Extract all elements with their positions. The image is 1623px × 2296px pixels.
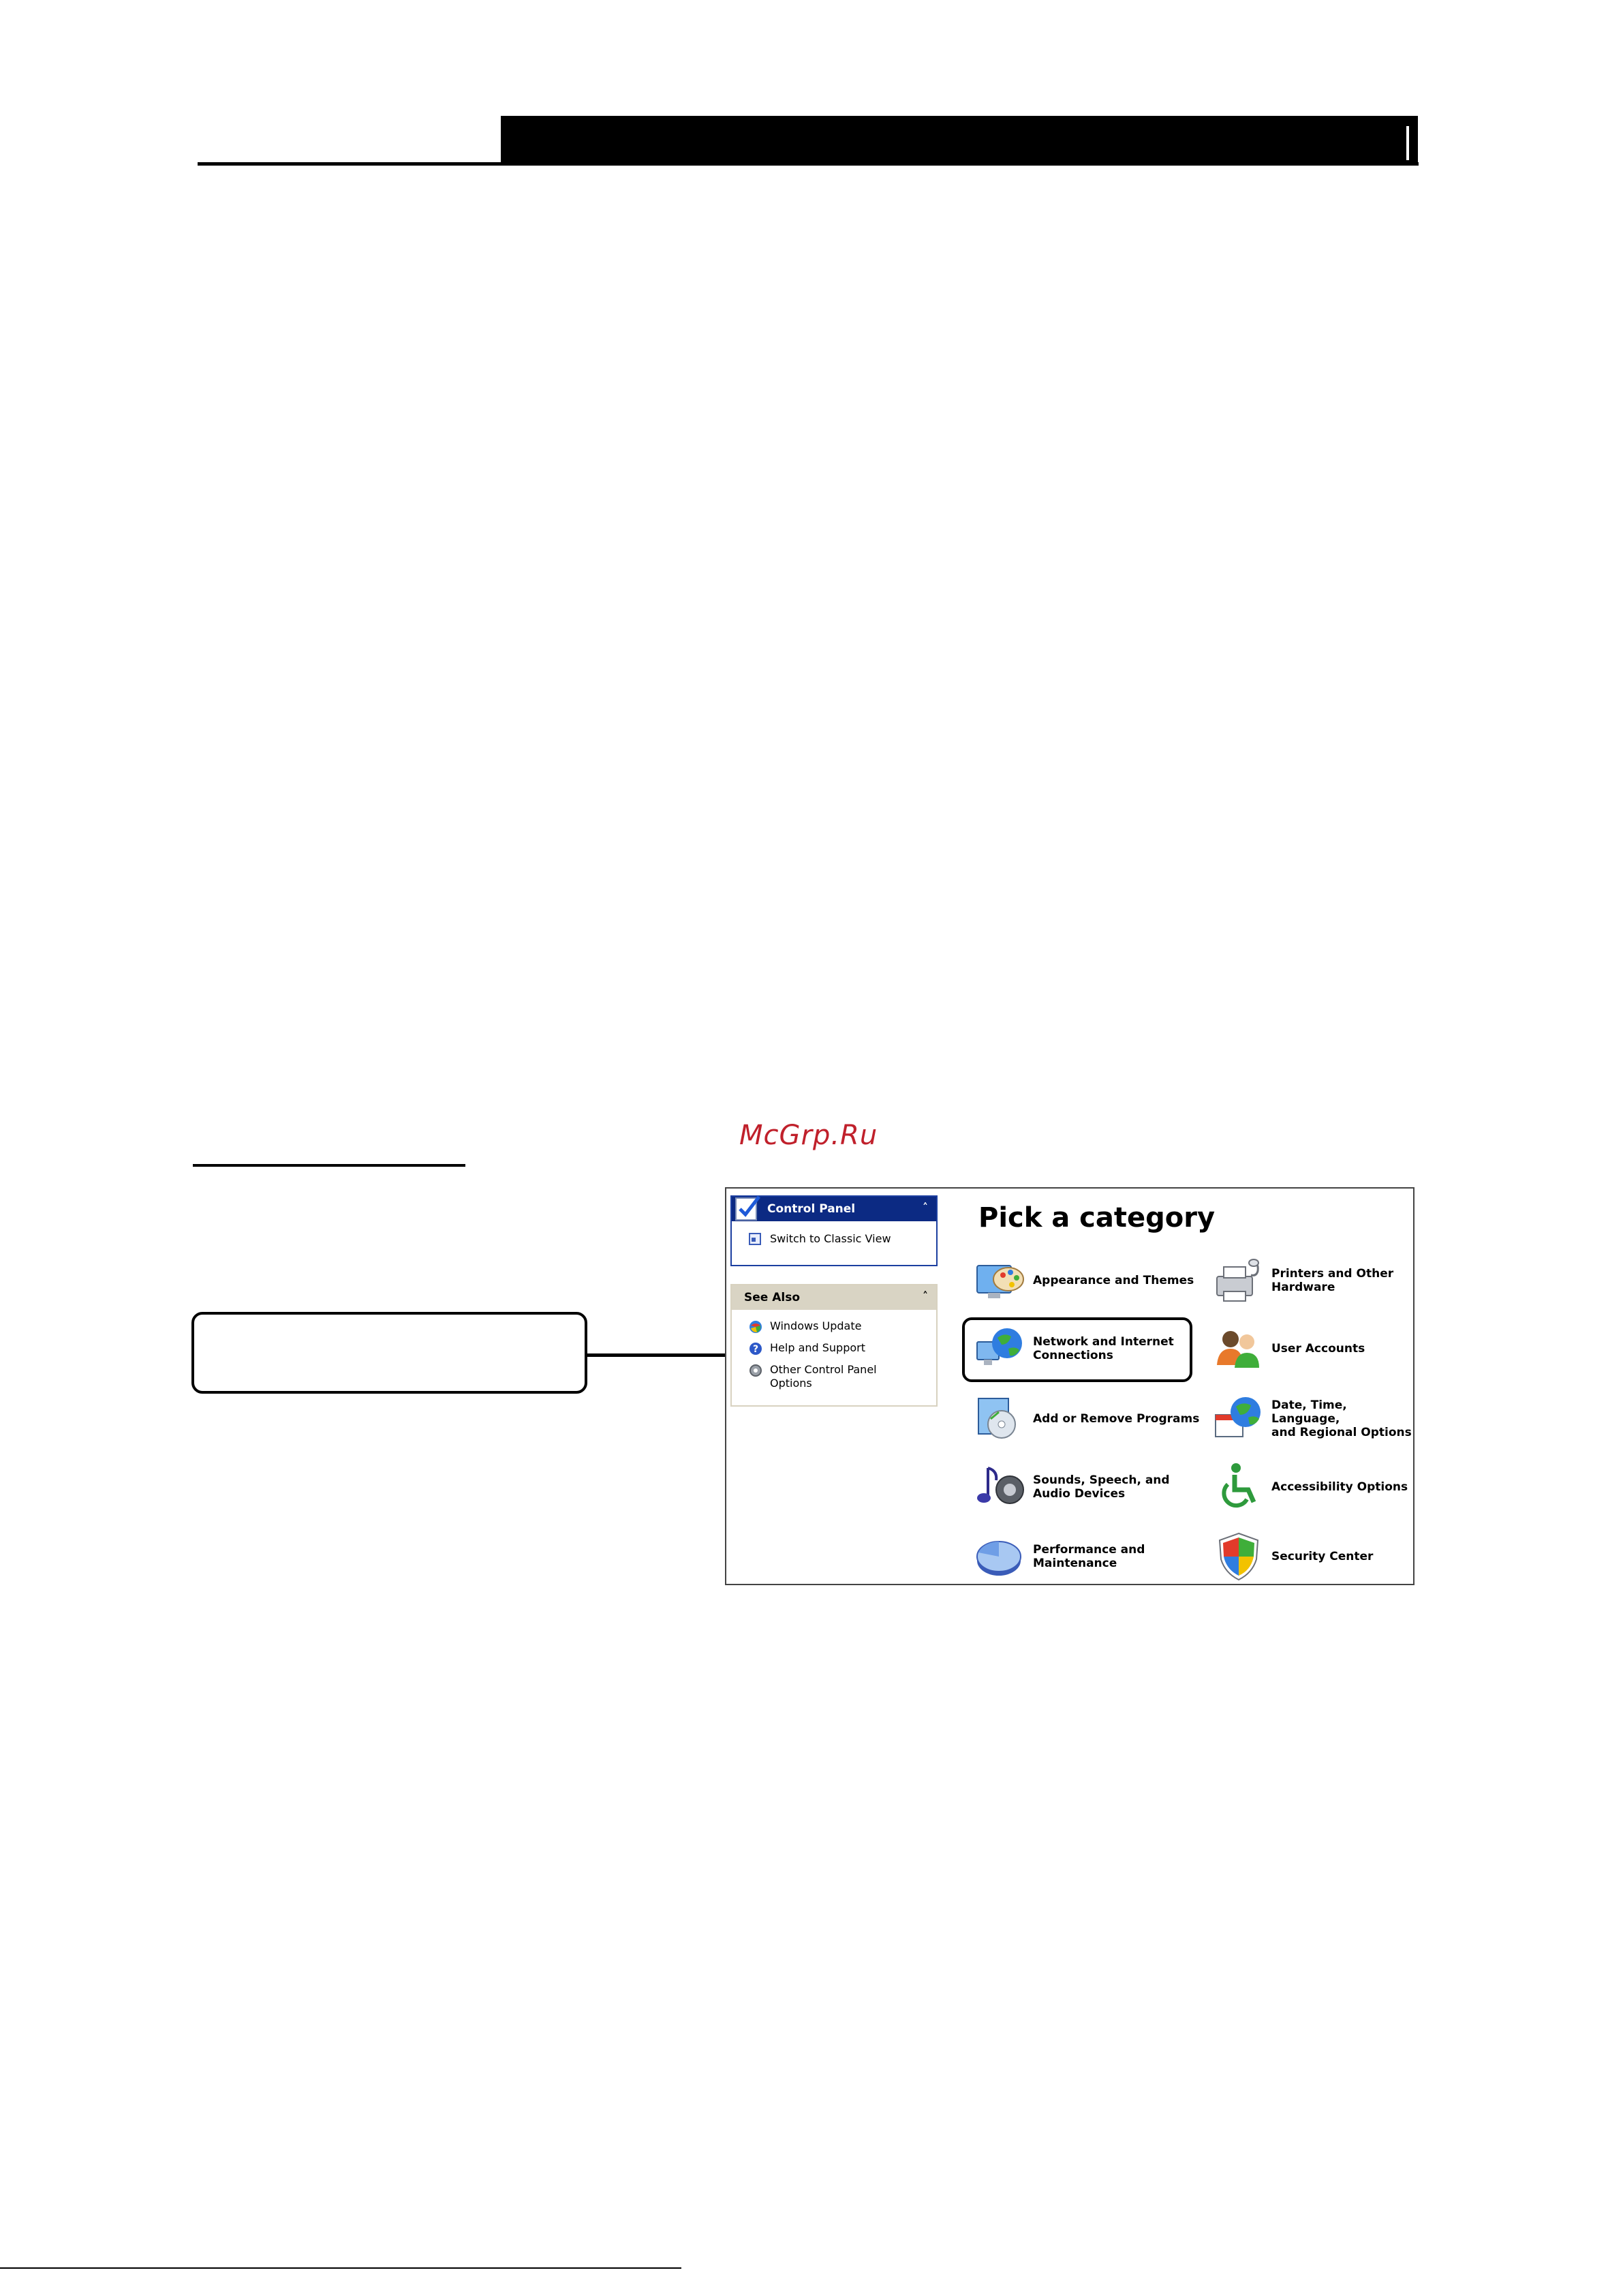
control-panel-task-pane: Control Panel ˄ Switch to Classic View [730, 1195, 938, 1266]
category-appearance-themes[interactable]: Appearance and Themes [973, 1253, 1194, 1308]
see-also-help-support[interactable]: ? Help and Support [748, 1341, 865, 1356]
svg-text:?: ? [753, 1344, 758, 1355]
collapse-chevron-icon[interactable]: ˄ [923, 1201, 928, 1214]
control-panel-icon [735, 1195, 760, 1221]
classic-view-icon [749, 1233, 761, 1245]
section-rule [193, 1164, 465, 1167]
category-performance-maintenance-label: Performance and Maintenance [1033, 1543, 1145, 1570]
control-panel-screenshot: Control Panel ˄ Switch to Classic View S… [725, 1187, 1415, 1585]
network-globe-icon [976, 1328, 1022, 1365]
see-also-help-support-label: Help and Support [770, 1341, 865, 1354]
see-also-task-pane: See Also ˄ Windows Update ? Help and Sup… [730, 1284, 938, 1407]
network-category-highlight [962, 1317, 1192, 1382]
category-security-center[interactable]: Security Center [1211, 1529, 1373, 1584]
category-appearance-themes-label: Appearance and Themes [1033, 1274, 1194, 1287]
see-also-pane-header[interactable]: See Also ˄ [732, 1285, 936, 1310]
category-sounds-speech-audio-label: Sounds, Speech, and Audio Devices [1033, 1473, 1170, 1501]
category-printers-hardware-label: Printers and Other Hardware [1271, 1267, 1394, 1294]
windows-update-icon [749, 1321, 762, 1333]
see-also-other-options-label: Other Control Panel Options [770, 1363, 877, 1390]
appearance-themes-icon [976, 1265, 1024, 1298]
gear-icon [749, 1364, 762, 1377]
printer-icon [1216, 1259, 1259, 1302]
category-sounds-speech-audio[interactable]: Sounds, Speech, and Audio Devices [973, 1460, 1170, 1514]
see-also-windows-update-label: Windows Update [770, 1319, 862, 1332]
see-also-other-options[interactable]: Other Control Panel Options [748, 1363, 877, 1390]
category-date-time-language-label: Date, Time, Language, and Regional Optio… [1271, 1398, 1412, 1439]
category-accessibility-label: Accessibility Options [1271, 1480, 1408, 1494]
header-bar-tick [1406, 126, 1409, 160]
control-panel-pane-header[interactable]: Control Panel ˄ [732, 1195, 936, 1221]
help-icon: ? [749, 1343, 762, 1355]
switch-classic-view-link[interactable]: Switch to Classic View [748, 1232, 891, 1247]
header-rule [198, 162, 1419, 166]
bottom-rule [0, 2267, 681, 2269]
shield-icon [1218, 1532, 1259, 1581]
category-user-accounts[interactable]: User Accounts [1211, 1321, 1365, 1376]
category-date-time-language[interactable]: Date, Time, Language, and Regional Optio… [1211, 1392, 1413, 1446]
switch-classic-view-label: Switch to Classic View [770, 1232, 891, 1245]
pie-chart-icon [976, 1541, 1021, 1576]
speaker-icon [977, 1467, 1024, 1504]
header-bar [501, 116, 1418, 164]
see-also-pane-title: See Also [744, 1291, 801, 1304]
control-panel-pane-title: Control Panel [767, 1202, 856, 1216]
add-remove-programs-icon [978, 1398, 1016, 1439]
see-also-windows-update[interactable]: Windows Update [748, 1319, 861, 1334]
category-performance-maintenance[interactable]: Performance and Maintenance [973, 1529, 1145, 1584]
date-time-globe-icon [1215, 1397, 1261, 1437]
category-user-accounts-label: User Accounts [1271, 1342, 1365, 1356]
category-printers-hardware[interactable]: Printers and Other Hardware [1211, 1253, 1393, 1308]
category-add-remove-programs[interactable]: Add or Remove Programs [973, 1392, 1199, 1446]
pick-category-title: Pick a category [978, 1202, 1216, 1234]
callout-box [191, 1312, 587, 1394]
category-network-internet-label: Network and Internet Connections [1033, 1335, 1174, 1362]
accessibility-icon [1222, 1463, 1256, 1508]
category-add-remove-programs-label: Add or Remove Programs [1033, 1412, 1200, 1426]
collapse-chevron-icon[interactable]: ˄ [923, 1289, 928, 1302]
watermark: McGrp.Ru [739, 1120, 878, 1151]
category-network-internet[interactable]: Network and Internet Connections [973, 1321, 1174, 1376]
user-accounts-icon [1217, 1331, 1259, 1368]
category-accessibility[interactable]: Accessibility Options [1211, 1460, 1408, 1514]
category-security-center-label: Security Center [1271, 1550, 1374, 1563]
